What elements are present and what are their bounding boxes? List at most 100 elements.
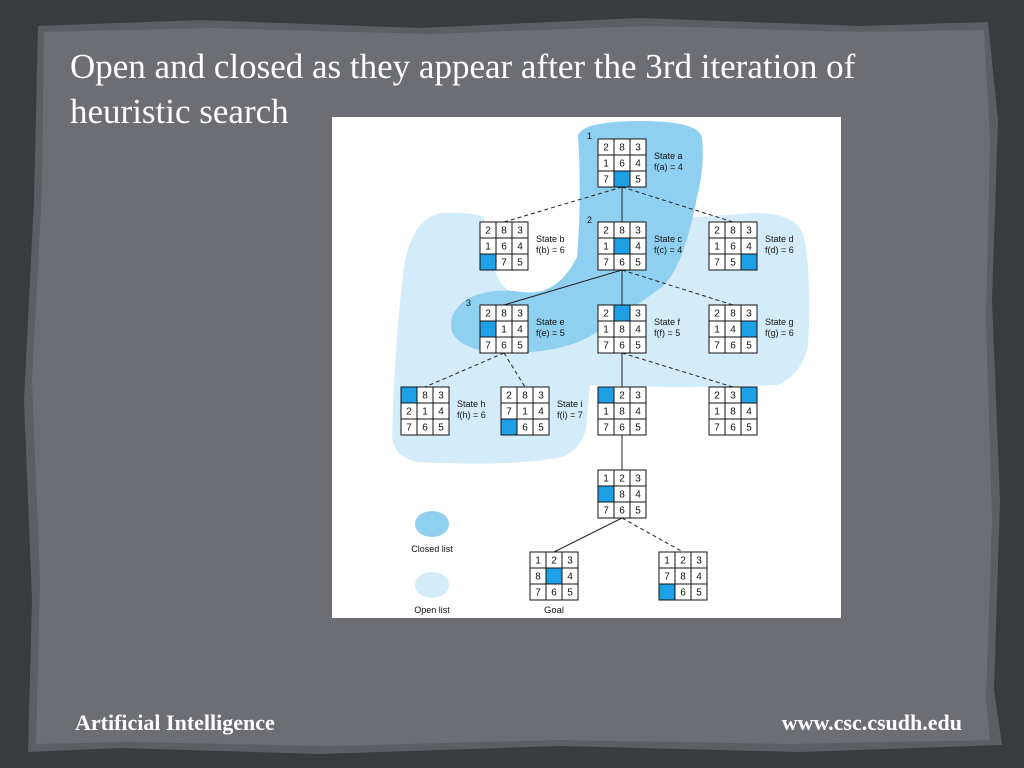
tile-number: 1: [422, 407, 428, 418]
tile: [561, 583, 579, 601]
state-f-value: f(g) = 6: [765, 328, 794, 338]
tile-number: 3: [635, 309, 641, 320]
tile-number: 1: [603, 474, 609, 485]
edge-l-m: [553, 517, 623, 553]
blank-tile: [597, 485, 615, 503]
state-f-value: f(b) = 6: [536, 245, 565, 255]
tile-number: 4: [635, 242, 641, 253]
tile-number: 2: [506, 391, 512, 402]
tile-number: 4: [635, 159, 641, 170]
tile-number: 8: [619, 325, 625, 336]
tile-number: 5: [635, 258, 641, 269]
tile-number: 3: [746, 226, 752, 237]
tile-number: 3: [730, 391, 736, 402]
edge-c-g: [621, 269, 734, 306]
tile-number: 6: [619, 341, 625, 352]
tile-number: 8: [680, 572, 686, 583]
legend-swatch-closed: [415, 511, 449, 537]
tile-number: 1: [535, 556, 541, 567]
tile: [629, 501, 647, 519]
blank-tile: [613, 170, 631, 188]
tile-number: 2: [619, 391, 625, 402]
state-f-value: f(c) = 4: [654, 245, 682, 255]
tile-number: 2: [603, 309, 609, 320]
tile-number: 3: [635, 391, 641, 402]
tile-number: 4: [696, 572, 702, 583]
tile: [629, 170, 647, 188]
tile-number: 6: [619, 506, 625, 517]
edge-e-h: [424, 352, 505, 388]
tile-number: 5: [438, 423, 444, 434]
blank-tile: [479, 253, 497, 271]
tile-number: 2: [603, 226, 609, 237]
tile-number: 8: [730, 407, 736, 418]
tile-number: 1: [501, 325, 507, 336]
tile-number: 2: [714, 226, 720, 237]
tile-number: 7: [603, 341, 609, 352]
tile-number: 6: [730, 341, 736, 352]
tile-number: 1: [603, 159, 609, 170]
tile-number: 6: [619, 423, 625, 434]
blank-tile: [479, 320, 497, 338]
legend-label-closed: Closed list: [411, 544, 453, 554]
tile-number: 2: [603, 143, 609, 154]
tile-number: 1: [485, 242, 491, 253]
tile-number: 6: [501, 341, 507, 352]
tile-number: 8: [730, 226, 736, 237]
tile-number: 2: [619, 474, 625, 485]
tile-number: 1: [603, 325, 609, 336]
tile-number: 8: [501, 226, 507, 237]
tile-number: 7: [603, 506, 609, 517]
state-name-label: State e: [536, 317, 565, 327]
tile-number: 8: [522, 391, 528, 402]
state-f-value: f(a) = 4: [654, 162, 683, 172]
tile: [511, 336, 529, 354]
edge-a-d: [621, 186, 734, 223]
state-name-label: State a: [654, 151, 683, 161]
footer-website: www.csc.csudh.edu: [781, 710, 962, 735]
tile-number: 4: [635, 490, 641, 501]
state-name-label: State g: [765, 317, 794, 327]
tile-number: 7: [506, 407, 512, 418]
state-name-label: State h: [457, 399, 486, 409]
tile-number: 6: [422, 423, 428, 434]
title-line-1: Open and closed as they appear after the…: [70, 47, 856, 86]
tile-number: 3: [538, 391, 544, 402]
tile-number: 6: [551, 588, 557, 599]
blank-tile: [740, 320, 758, 338]
tile: [432, 418, 450, 436]
tile-number: 4: [730, 325, 736, 336]
tile-number: 3: [567, 556, 573, 567]
tile-number: 2: [485, 309, 491, 320]
state-name-label: State i: [557, 399, 583, 409]
tile-number: 2: [485, 226, 491, 237]
state-f-value: f(i) = 7: [557, 410, 583, 420]
tile-number: 3: [635, 474, 641, 485]
blank-tile: [740, 253, 758, 271]
tile-number: 3: [635, 226, 641, 237]
tile-number: 5: [567, 588, 573, 599]
state-name-label: State f: [654, 317, 681, 327]
tile-number: 7: [714, 258, 720, 269]
footer-course-name: Artificial Intelligence: [75, 710, 275, 735]
state-f-value: f(h) = 6: [457, 410, 486, 420]
tile-number: 4: [517, 242, 523, 253]
tile-number: 7: [714, 341, 720, 352]
tree-edges: [424, 186, 734, 553]
tile-number: 4: [517, 325, 523, 336]
blank-tile: [613, 237, 631, 255]
tile-number: 7: [406, 423, 412, 434]
tile-number: 4: [746, 407, 752, 418]
blank-tile: [400, 386, 418, 404]
tile-number: 8: [619, 143, 625, 154]
tile-number: 7: [603, 258, 609, 269]
